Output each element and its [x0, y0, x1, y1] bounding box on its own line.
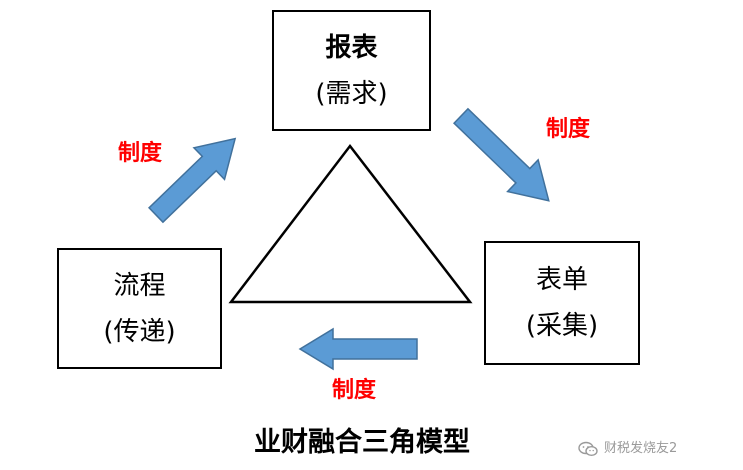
- node-process-box: 流程 (传递): [57, 248, 222, 369]
- arrow-label-right: 制度: [546, 117, 591, 142]
- arrow-left-to-top: [147, 137, 237, 224]
- node-process-subtitle: (传递): [103, 316, 176, 347]
- node-form-title: 表单: [535, 265, 588, 295]
- arrow-right-to-left: [298, 327, 418, 371]
- node-form-subtitle: (采集): [525, 311, 599, 341]
- arrow-label-bottom: 制度: [332, 378, 377, 403]
- diagram-title: 业财融合三角模型: [254, 427, 470, 458]
- node-report-box: 报表 (需求): [272, 10, 431, 131]
- arrow-label-left: 制度: [118, 141, 163, 166]
- watermark: 财税发烧友2: [578, 440, 677, 458]
- node-form-box: 表单 (采集): [484, 241, 640, 365]
- node-report-subtitle: (需求): [315, 78, 388, 109]
- arrow-top-to-right: [452, 107, 550, 202]
- central-triangle: [228, 143, 473, 304]
- watermark-text: 财税发烧友2: [604, 441, 678, 456]
- wechat-icon: [578, 441, 598, 457]
- node-process-title: 流程: [113, 270, 166, 301]
- node-report-title: 报表: [325, 32, 378, 63]
